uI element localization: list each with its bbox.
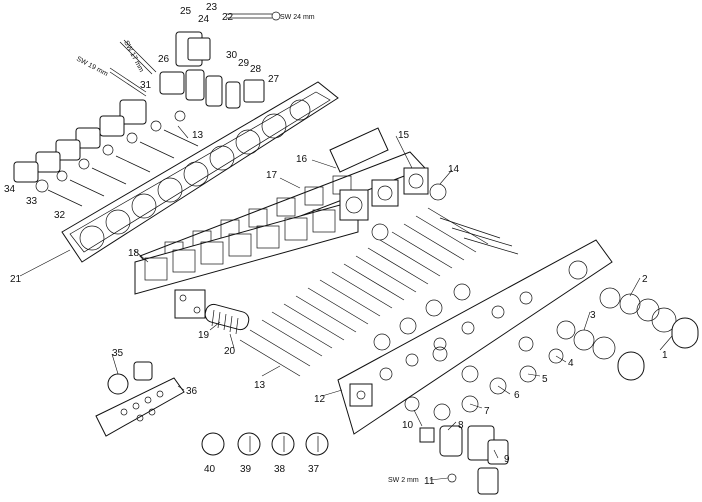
label-17: 17 xyxy=(266,170,278,181)
small-mounting-plate xyxy=(174,289,206,319)
label-28: 28 xyxy=(250,64,262,75)
label-4: 4 xyxy=(568,358,574,369)
shower-holder-assembly xyxy=(419,425,509,495)
label-10: 10 xyxy=(402,420,414,431)
label-34: 34 xyxy=(4,184,16,195)
label-19: 19 xyxy=(198,330,210,341)
label-1: 1 xyxy=(662,350,668,361)
label-22: 22 xyxy=(222,12,234,23)
part-number-labels: 1 2 3 4 5 6 7 8 9 10 11 12 13 13 14 15 1… xyxy=(4,2,668,487)
top-gasket xyxy=(329,127,389,173)
label-32: 32 xyxy=(54,210,66,221)
cartridge-assemblies xyxy=(13,31,265,207)
label-24: 24 xyxy=(198,14,210,25)
label-33: 33 xyxy=(26,196,38,207)
label-14: 14 xyxy=(448,164,460,175)
inner-plate-row xyxy=(134,199,359,295)
label-26: 26 xyxy=(158,54,170,65)
label-6: 6 xyxy=(514,390,520,401)
label-27: 27 xyxy=(268,74,280,85)
label-35: 35 xyxy=(112,348,124,359)
label-16: 16 xyxy=(296,154,308,165)
wrench-17mm-label: SW 17 mm xyxy=(122,40,145,74)
label-3: 3 xyxy=(590,310,596,321)
leader-lines xyxy=(19,125,673,481)
label-23: 23 xyxy=(206,2,218,13)
back-mounting-frame xyxy=(61,81,339,263)
hex-key-2mm-label: SW 2 mm xyxy=(388,477,419,484)
label-30: 30 xyxy=(226,50,238,61)
label-21: 21 xyxy=(10,274,22,285)
label-40: 40 xyxy=(204,464,216,475)
label-2: 2 xyxy=(642,274,648,285)
label-18: 18 xyxy=(128,248,140,259)
wrench-24mm-label: SW 24 mm xyxy=(280,14,315,21)
handle-knobs xyxy=(404,287,699,421)
label-20: 20 xyxy=(224,346,236,357)
label-15: 15 xyxy=(398,130,410,141)
label-31: 31 xyxy=(140,80,152,91)
label-13-lower: 13 xyxy=(254,380,266,391)
valve-units xyxy=(339,167,429,221)
label-9: 9 xyxy=(504,454,510,465)
bottom-knob-options xyxy=(201,432,329,456)
label-29: 29 xyxy=(238,58,250,69)
label-8: 8 xyxy=(458,420,464,431)
mounting-nuts xyxy=(373,283,471,351)
label-12: 12 xyxy=(314,394,326,405)
extension-sleeve xyxy=(204,303,250,335)
wrench-tools xyxy=(109,11,281,97)
label-13-upper: 13 xyxy=(192,130,204,141)
label-37: 37 xyxy=(308,464,320,475)
label-11: 11 xyxy=(424,476,435,487)
wrench-19mm-label: SW 19 mm xyxy=(75,56,109,79)
front-cover-plate xyxy=(337,239,613,435)
label-5: 5 xyxy=(542,374,548,385)
label-39: 39 xyxy=(240,464,252,475)
rough-in-plate xyxy=(95,361,185,437)
frame-openings xyxy=(79,99,311,251)
label-7: 7 xyxy=(484,406,490,417)
long-screws xyxy=(239,207,519,377)
label-36: 36 xyxy=(186,386,198,397)
label-38: 38 xyxy=(274,464,286,475)
label-25: 25 xyxy=(180,6,192,17)
